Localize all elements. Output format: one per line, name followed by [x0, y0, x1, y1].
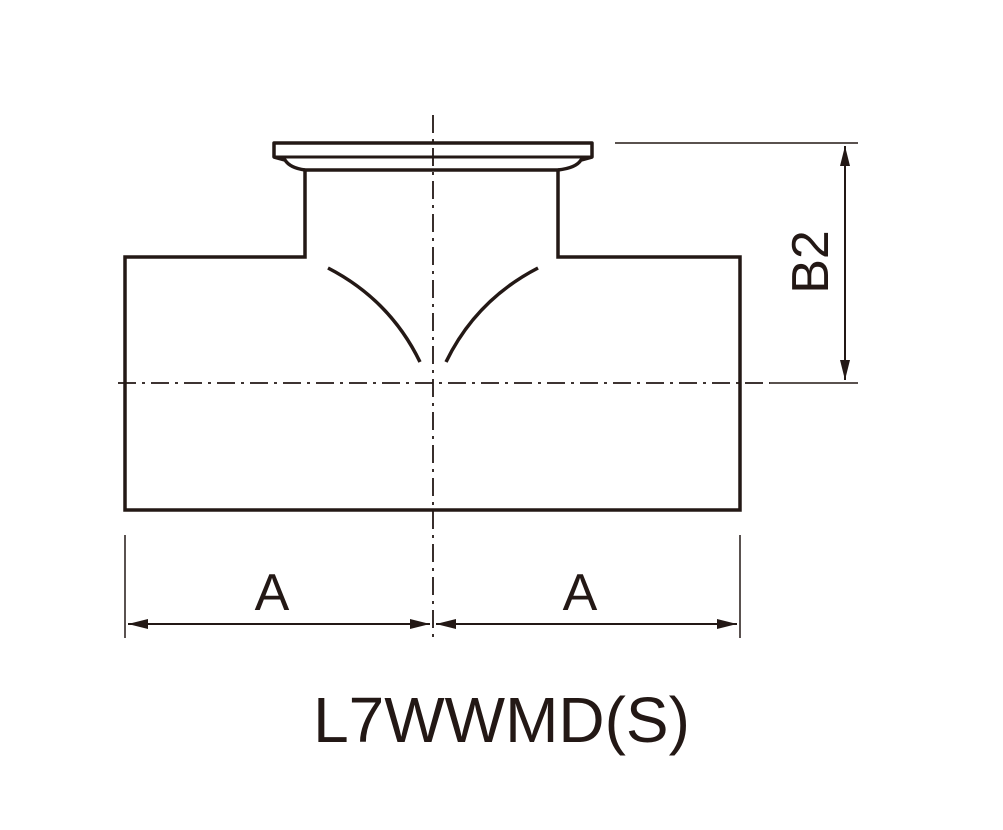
b2-dimension-label: B2 [782, 230, 840, 294]
intersection-curve-right [444, 266, 539, 363]
tee-body-outline [123, 168, 742, 512]
intersection-curve-left [327, 266, 422, 363]
model-label: L7WWMD(S) [313, 684, 690, 756]
a-dimension-label-right: A [563, 564, 598, 622]
branch-ferrule-flange [272, 141, 594, 172]
a-dimension-label-left: A [255, 564, 290, 622]
